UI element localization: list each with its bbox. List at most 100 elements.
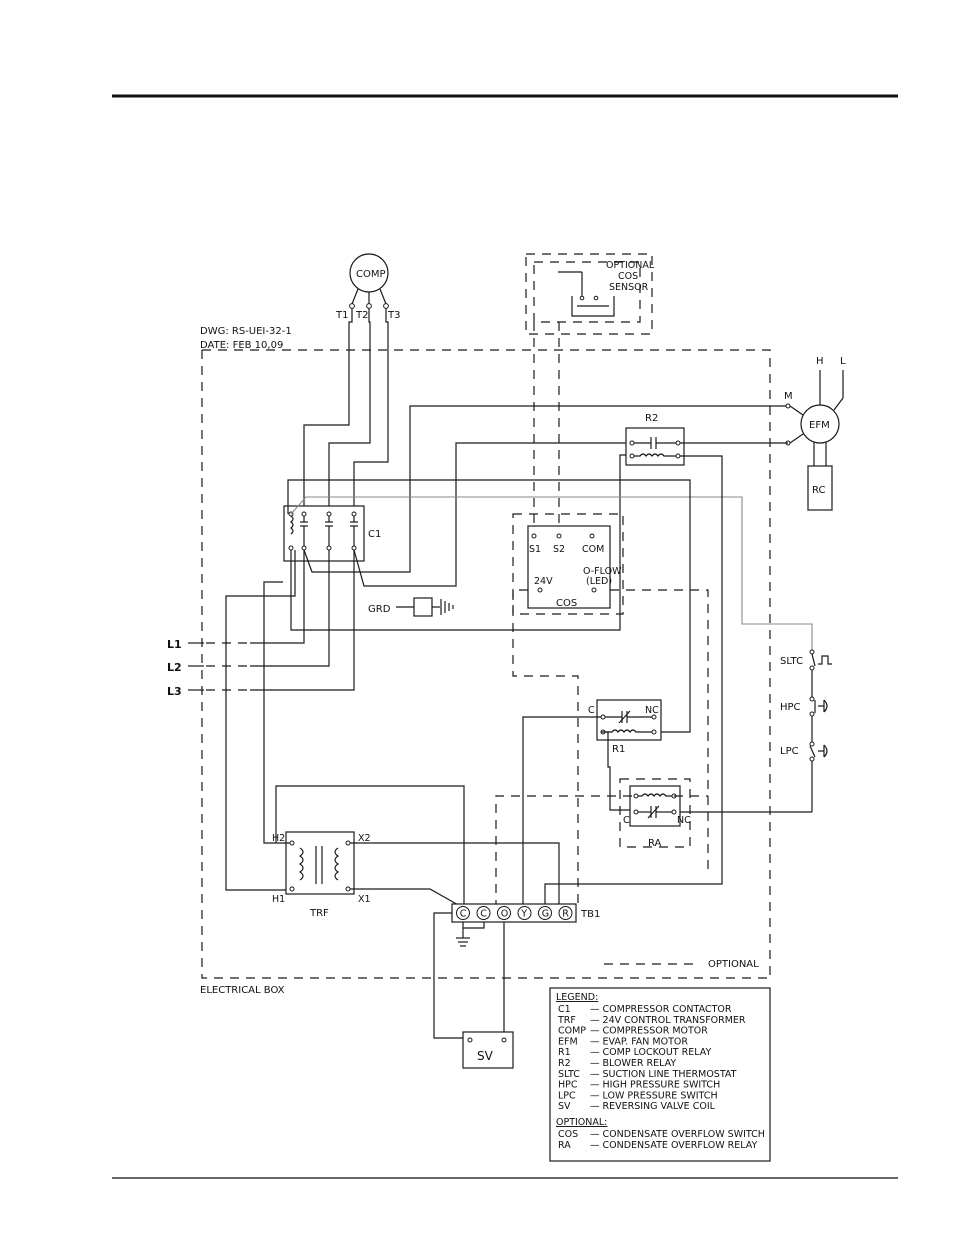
- tb1-terminal-label: G: [542, 909, 549, 920]
- wire-t3: [353, 308, 389, 510]
- wire-trf-c1: [275, 785, 465, 906]
- electrical-box-label: ELECTRICAL BOX: [200, 985, 285, 996]
- efm-label: EFM: [809, 420, 830, 431]
- sensor-label-1: OPTIONAL: [606, 260, 655, 271]
- tb1-terminal-label: O: [501, 909, 508, 920]
- wire-x1-tb1: [350, 888, 461, 907]
- tb1-terminal-label: Y: [520, 909, 527, 920]
- legend-desc: — 24V CONTROL TRANSFORMER: [590, 1015, 746, 1026]
- oflow-label: O-FLOW: [583, 566, 622, 577]
- legend-code: SLTC: [558, 1069, 580, 1080]
- wire-c1-r1: [287, 479, 691, 733]
- wire-x2-tb1: [350, 842, 560, 906]
- wire-c1-sltc: [290, 496, 813, 650]
- blower-relay-r2: R2: [625, 413, 685, 466]
- h-label: H: [816, 356, 824, 367]
- optional-cos-sensor: OPTIONAL COS SENSOR: [525, 253, 655, 335]
- legend-desc: — BLOWER RELAY: [590, 1058, 676, 1069]
- r2-label: R2: [645, 413, 658, 424]
- sv-label: SV: [477, 1049, 494, 1063]
- lpc-label: LPC: [780, 746, 799, 757]
- legend-desc: — HIGH PRESSURE SWITCH: [590, 1080, 720, 1091]
- legend-code: HPC: [558, 1080, 578, 1091]
- l-label: L: [840, 356, 846, 367]
- r1-nc-label: NC: [645, 705, 659, 716]
- cos-label: COS: [556, 598, 577, 609]
- control-transformer-trf: H2 X2 H1 X1 TRF: [272, 831, 371, 919]
- r1-c-label: C: [588, 705, 595, 716]
- m-label: M: [784, 391, 793, 402]
- legend-code: EFM: [558, 1036, 578, 1047]
- comp-label: COMP: [356, 269, 386, 280]
- legend-optional-title: OPTIONAL:: [556, 1117, 607, 1128]
- x1-label: X1: [358, 894, 371, 905]
- legend-desc: — COMP LOCKOUT RELAY: [590, 1047, 711, 1058]
- wire-c1-l2: [250, 550, 330, 667]
- wire-c1-coil-trf: [290, 454, 628, 631]
- date-label: DATE: FEB 10,09: [200, 340, 283, 351]
- legend-desc: — SUCTION LINE THERMOSTAT: [590, 1069, 737, 1080]
- legend-code: TRF: [557, 1015, 576, 1026]
- tb1-terminal: [456, 906, 470, 920]
- wire-r2-coil: [544, 455, 723, 906]
- legend-desc: — LOW PRESSURE SWITCH: [590, 1090, 718, 1101]
- tb1-terminal: [517, 906, 532, 920]
- tb1-terminal-label: C: [460, 909, 467, 920]
- optional-key-label: OPTIONAL: [708, 959, 759, 970]
- condensate-overflow-switch: S1 S2 COM 24V O-FLOW (LED) COS: [512, 513, 624, 615]
- line-inputs: L1 L2 L3: [167, 638, 250, 698]
- ra-nc-label: NC: [677, 815, 691, 826]
- legend-title: LEGEND:: [556, 992, 598, 1003]
- safety-switches: SLTC HPC LPC: [780, 649, 832, 812]
- wire-c1-h2: [225, 550, 296, 891]
- c1-label: C1: [368, 529, 381, 540]
- tb1-terminal: [497, 906, 511, 920]
- t1-label: T1: [335, 310, 348, 321]
- tb1-terminal: [538, 906, 552, 920]
- dwg-label: DWG: RS-UEI-32-1: [200, 326, 292, 337]
- sensor-label-3: SENSOR: [609, 282, 649, 293]
- hpc-label: HPC: [780, 702, 801, 713]
- ra-label: RA: [648, 838, 662, 849]
- wire-cos-oflow: [610, 589, 709, 870]
- compressor-motor: COMP T1 T2 T3: [335, 253, 400, 321]
- wire-ra-tb1: [495, 795, 632, 906]
- reversing-valve-coil-sv: SV: [462, 1031, 514, 1069]
- wire-c1-r2: [353, 442, 628, 587]
- ra-c-label: C: [623, 815, 630, 826]
- terminal-board-tb1: C C O Y G R TB1: [451, 903, 600, 947]
- condensate-overflow-relay-ra: C NC RA: [619, 778, 691, 849]
- wire-tb1-sv-left: [433, 912, 466, 1039]
- s2-label: S2: [553, 544, 565, 555]
- wire-t2: [328, 308, 371, 510]
- t2-label: T2: [355, 310, 368, 321]
- l3-label: L3: [167, 685, 182, 698]
- legend-desc: — REVERSING VALVE COIL: [590, 1101, 716, 1112]
- wire-c1-l1: [250, 550, 305, 644]
- legend-desc: — COMPRESSOR CONTACTOR: [590, 1004, 732, 1015]
- evap-fan-motor: EFM H L M RC: [784, 356, 846, 511]
- tb1-terminal: [558, 906, 573, 920]
- tb1-terminal: [476, 906, 491, 920]
- electrical-box-outline: [201, 349, 771, 979]
- tb1-terminal-label: R: [562, 909, 569, 920]
- compressor-contactor-c1: C1: [283, 505, 381, 562]
- s1-label: S1: [529, 544, 541, 555]
- wire-r1-coil-ra: [601, 731, 632, 811]
- wire-cos-24v: [512, 589, 579, 906]
- com-label: COM: [582, 544, 604, 555]
- legend-code: SV: [558, 1101, 571, 1112]
- legend-desc: — EVAP. FAN MOTOR: [590, 1036, 688, 1047]
- tb1-label: TB1: [580, 909, 600, 920]
- legend-code: COS: [558, 1129, 578, 1140]
- tb1-terminal-label: C: [480, 909, 487, 920]
- wire-h2: [263, 581, 290, 844]
- legend-code: R2: [558, 1058, 571, 1069]
- t3-label: T3: [387, 310, 400, 321]
- h1-label: H1: [272, 894, 285, 905]
- legend-code: C1: [558, 1004, 571, 1015]
- led-label: (LED): [586, 576, 612, 587]
- grd-label: GRD: [368, 604, 391, 615]
- wire-r1-c-tb1: [522, 716, 601, 906]
